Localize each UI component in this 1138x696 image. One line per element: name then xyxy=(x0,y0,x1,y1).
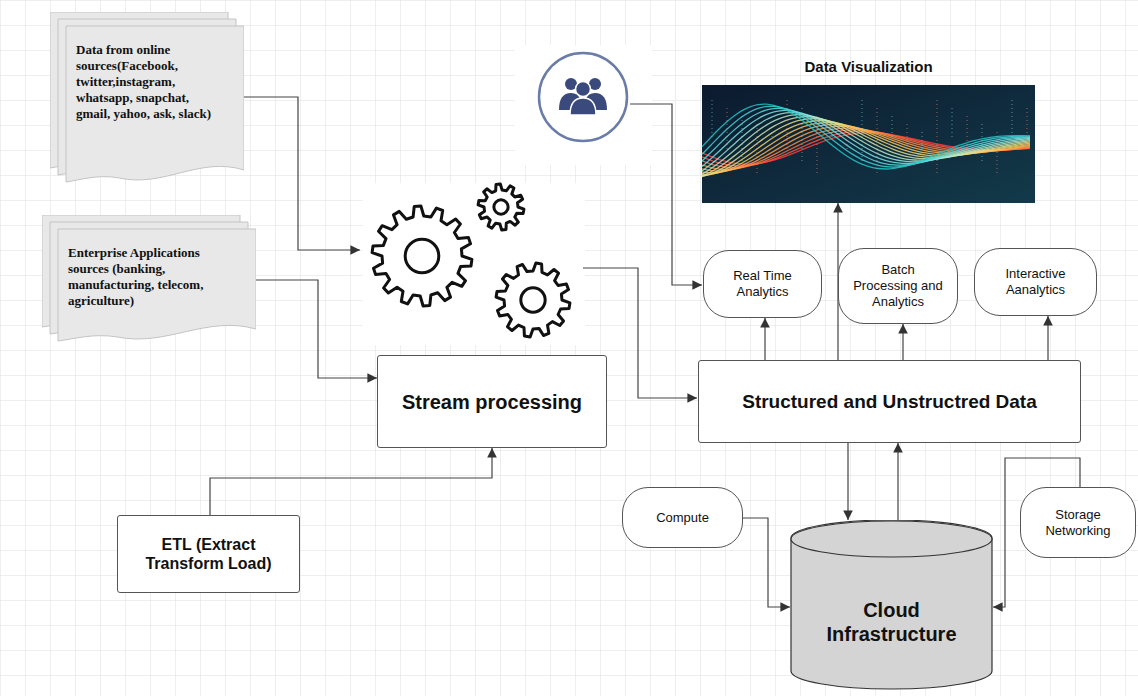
flow-arrow xyxy=(764,318,765,360)
dot-column xyxy=(847,132,848,152)
users-panel xyxy=(515,45,652,165)
panel-heading: Data Visualization xyxy=(702,58,1035,75)
gear-icons xyxy=(372,184,570,337)
node-label: ETL (Extract Transform Load) xyxy=(128,535,289,573)
dot-column xyxy=(1012,100,1013,140)
visualization-panel: Data Visualization xyxy=(702,85,1035,203)
dot-column xyxy=(952,108,953,140)
dot-column xyxy=(877,108,878,176)
dot-column xyxy=(982,124,983,164)
node-label: Storage Networking xyxy=(1033,507,1123,539)
dot-column xyxy=(907,124,908,152)
wave-line xyxy=(702,108,1030,165)
gear-hub xyxy=(494,200,508,214)
gear xyxy=(478,184,524,230)
process-box: ETL (Extract Transform Load) xyxy=(117,515,300,593)
dot-column xyxy=(712,100,713,140)
gear-hub xyxy=(521,288,545,312)
gear xyxy=(372,206,472,306)
dot-column xyxy=(802,108,803,164)
source-document-stack: Enterprise Applications sources (banking… xyxy=(42,215,256,343)
gear xyxy=(496,263,570,337)
flow-arrow xyxy=(902,324,903,360)
visualization-image xyxy=(702,85,1035,203)
flow-line xyxy=(240,97,360,250)
resource-box: Compute xyxy=(622,487,743,548)
node-label: Compute xyxy=(656,510,709,526)
resource-box: Storage Networking xyxy=(1020,487,1136,558)
dot-column xyxy=(997,132,998,176)
wave-line xyxy=(702,104,1030,169)
node-label: Interactive Aanalytics xyxy=(989,266,1082,298)
flow-arrow xyxy=(743,518,790,607)
flow-arrow xyxy=(210,448,492,515)
dot-column xyxy=(817,116,818,176)
dot-column xyxy=(967,116,968,152)
dot-column xyxy=(742,116,743,164)
gear-hub xyxy=(405,239,439,273)
node-label: Structured and Unstructred Data xyxy=(742,390,1037,413)
node-label: Batch Processing and Analytics xyxy=(851,262,945,310)
flow-arrow xyxy=(1047,316,1048,360)
dot-column xyxy=(937,100,938,176)
dot-column xyxy=(892,116,893,140)
analytics-box: Batch Processing and Analytics xyxy=(838,248,958,324)
node-label: Enterprise Applications sources (banking… xyxy=(68,245,232,309)
dot-column xyxy=(787,100,788,152)
wave-line xyxy=(702,106,1030,167)
process-box: Stream processing xyxy=(377,355,607,448)
users-icon xyxy=(539,53,627,141)
node-label: Real Time Analytics xyxy=(718,268,807,300)
dot-column xyxy=(757,124,758,176)
dot-column xyxy=(1027,108,1028,152)
document-page xyxy=(58,229,256,341)
node-label: Stream processing xyxy=(402,390,582,414)
flow-line xyxy=(630,104,702,285)
analytics-box: Interactive Aanalytics xyxy=(974,248,1097,316)
analytics-box: Real Time Analytics xyxy=(703,250,822,318)
dot-column xyxy=(922,132,923,164)
flow-arrow xyxy=(847,443,848,520)
cloud-cylinder: Cloud Infrastructure xyxy=(790,520,993,690)
node-label: Data from online sources(Facebook, twitt… xyxy=(76,42,220,122)
document-page xyxy=(66,26,244,182)
dot-column xyxy=(832,124,833,140)
dot-column xyxy=(772,132,773,140)
gear-panel xyxy=(363,183,585,345)
node-label: Cloud Infrastructure xyxy=(800,564,983,646)
wave-line xyxy=(702,117,1030,176)
data-store-box: Structured and Unstructred Data xyxy=(698,360,1081,443)
dot-column xyxy=(862,100,863,164)
flow-arrow xyxy=(256,280,377,378)
source-document-stack: Data from online sources(Facebook, twitt… xyxy=(50,12,244,184)
flow-arrow xyxy=(897,443,898,520)
dot-column xyxy=(727,108,728,152)
